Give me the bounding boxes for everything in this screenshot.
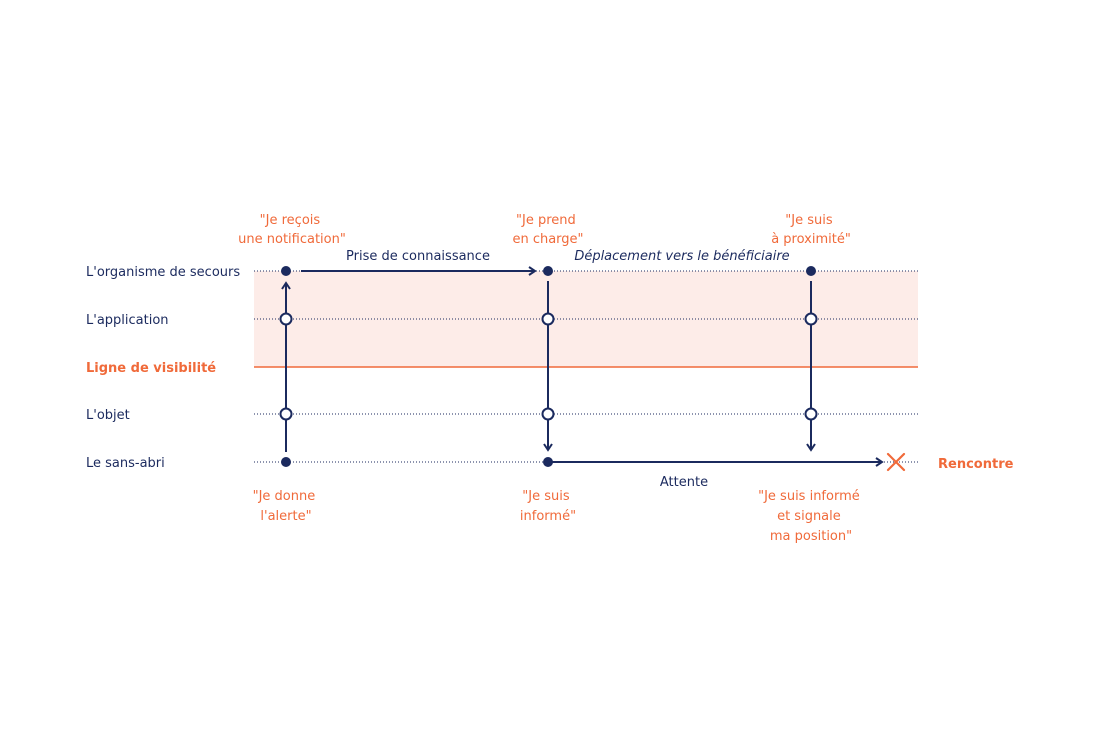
node-col3-objet bbox=[804, 407, 818, 421]
lane-label-sansabri: Le sans-abri bbox=[86, 456, 165, 471]
node-col1-objet bbox=[279, 407, 293, 421]
node-col2-application bbox=[541, 312, 555, 326]
node-col2-organisme bbox=[543, 266, 553, 276]
node-col1-organisme bbox=[281, 266, 291, 276]
quote-top-1: "Je reçois une notification" bbox=[238, 213, 346, 247]
cross-icon bbox=[886, 452, 906, 472]
flow-label-attente: Attente bbox=[660, 475, 708, 490]
lane-label-application: L'application bbox=[86, 313, 169, 328]
quote-top-3: "Je suis à proximité" bbox=[771, 213, 851, 247]
node-col1-sansabri bbox=[281, 457, 291, 467]
node-col3-organisme bbox=[806, 266, 816, 276]
node-col2-objet bbox=[541, 407, 555, 421]
node-col1-application bbox=[279, 312, 293, 326]
quote-bottom-2: "Je suis informé" bbox=[520, 489, 576, 524]
flow-label-prise: Prise de connaissance bbox=[346, 249, 490, 264]
node-col2-sansabri bbox=[543, 457, 553, 467]
end-label-rencontre: Rencontre bbox=[938, 457, 1014, 472]
quote-bottom-1: "Je donne l'alerte" bbox=[253, 489, 320, 524]
node-col3-application bbox=[804, 312, 818, 326]
lane-label-organisme: L'organisme de secours bbox=[86, 265, 240, 280]
quote-bottom-3: "Je suis informé et signale ma position" bbox=[758, 489, 864, 544]
lane-label-objet: L'objet bbox=[86, 408, 130, 423]
lane-label-visibilite: Ligne de visibilité bbox=[86, 361, 216, 376]
flow-label-deplacement: Déplacement vers le bénéficiaire bbox=[574, 249, 789, 264]
quote-top-2: "Je prend en charge" bbox=[512, 213, 583, 247]
